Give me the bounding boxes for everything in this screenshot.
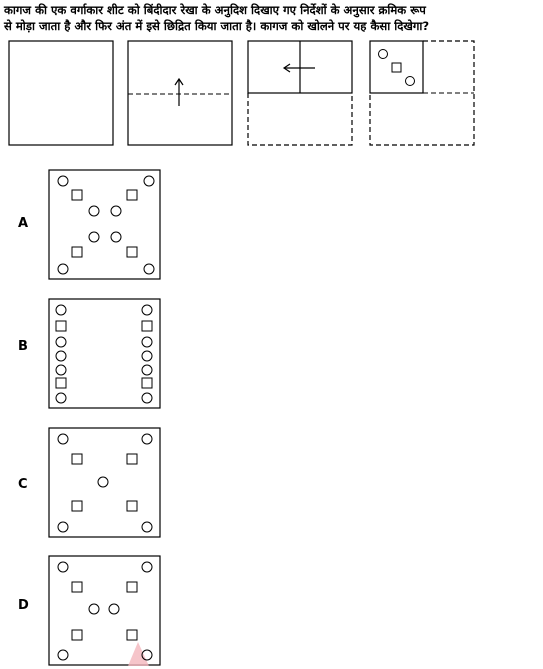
- option-c-label[interactable]: C: [18, 477, 28, 492]
- question-text: कागज की एक वर्गाकार शीट को बिंदीदार रेखा…: [4, 2, 539, 34]
- punch-square: [391, 62, 402, 73]
- fold-step-3: [247, 40, 357, 150]
- option-d-figure[interactable]: [46, 553, 162, 669]
- punch-circle: [405, 76, 415, 86]
- question-line-2: से मोड़ा जाता है और फिर अंत में इसे छिद्…: [4, 19, 430, 33]
- highlight-mark: [128, 642, 149, 666]
- punch-circle: [378, 49, 388, 59]
- option-b-figure[interactable]: [46, 296, 162, 412]
- option-a-figure[interactable]: [46, 167, 162, 283]
- question-line-1: कागज की एक वर्गाकार शीट को बिंदीदार रेखा…: [4, 3, 426, 17]
- option-a-label[interactable]: A: [18, 216, 29, 231]
- fold-step-1: [8, 40, 118, 150]
- arrow-left-icon: [282, 63, 315, 73]
- arrow-up-icon: [174, 77, 184, 106]
- option-c-figure[interactable]: [46, 425, 162, 541]
- fold-step-2: [127, 40, 237, 150]
- fold-step-4: [369, 40, 479, 150]
- option-d-label[interactable]: D: [18, 598, 29, 613]
- option-b-label[interactable]: B: [18, 339, 28, 354]
